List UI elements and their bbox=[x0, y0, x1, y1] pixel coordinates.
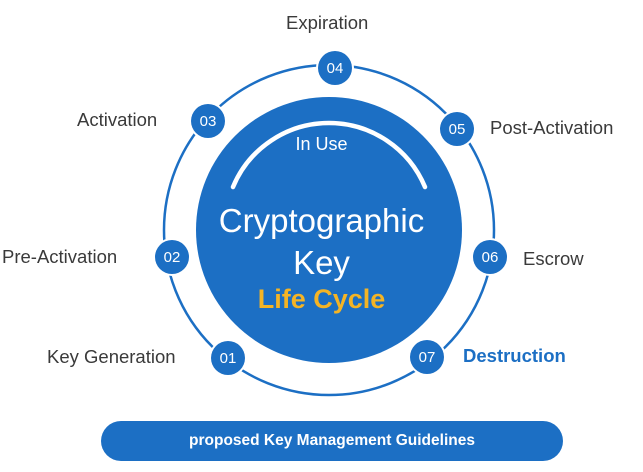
stage-label-activation: Activation bbox=[77, 109, 158, 130]
stage-badge-06: 06 bbox=[473, 240, 507, 274]
stage-label-escrow: Escrow bbox=[523, 248, 584, 269]
stage-badge-07: 07 bbox=[410, 340, 444, 374]
center-title-line2: Key bbox=[293, 244, 350, 281]
center-disc bbox=[196, 97, 462, 363]
stage-label-pre-activation: Pre-Activation bbox=[2, 246, 118, 267]
stage-label-destruction: Destruction bbox=[463, 345, 566, 366]
stage-badge-03: 03 bbox=[191, 104, 225, 138]
center-title-line3: Life Cycle bbox=[257, 284, 386, 314]
in-use-arc bbox=[230, 120, 428, 190]
in-use-label: In Use bbox=[295, 134, 348, 154]
stage-badge-02: 02 bbox=[155, 240, 189, 274]
stage-badge-01: 01 bbox=[211, 341, 245, 375]
stage-label-expiration: Expiration bbox=[286, 12, 369, 33]
stage-label-post-activation: Post-Activation bbox=[490, 117, 614, 138]
footer-text: proposed Key Management Guidelines bbox=[189, 432, 475, 449]
stage-badge-04: 04 bbox=[318, 51, 352, 85]
stage-label-key-generation: Key Generation bbox=[47, 346, 176, 367]
footer-banner: proposed Key Management Guidelines bbox=[101, 421, 563, 461]
center-title-line1: Cryptographic bbox=[218, 202, 425, 239]
stage-badge-05: 05 bbox=[440, 112, 474, 146]
